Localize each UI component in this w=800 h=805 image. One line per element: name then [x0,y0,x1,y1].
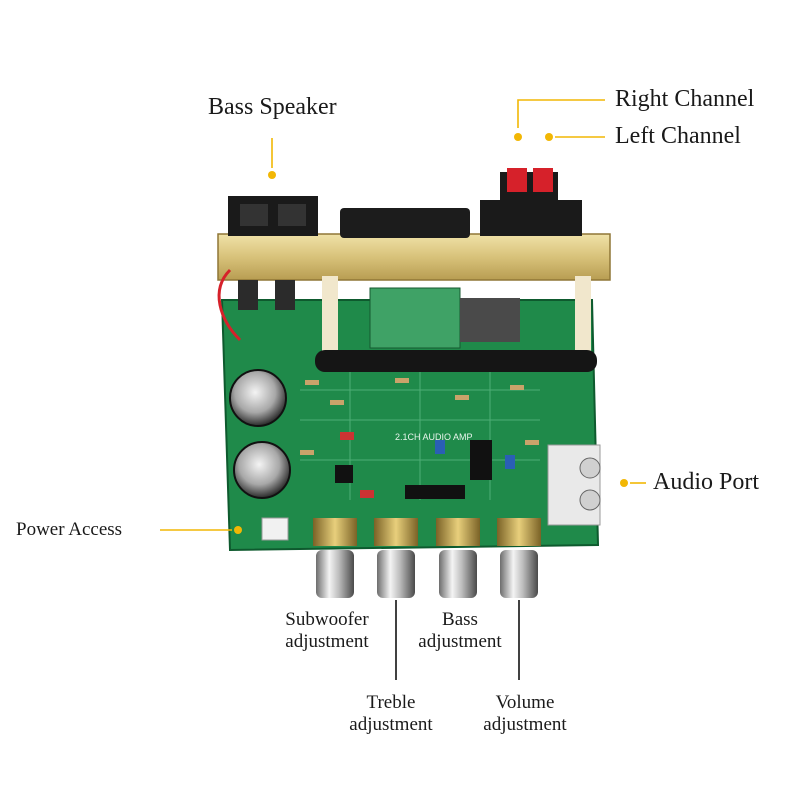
capacitor-bottom [233,441,291,499]
label-left-channel: Left Channel [615,123,741,149]
label-bass-speaker: Bass Speaker [208,94,337,120]
bluetooth-module [315,287,597,372]
label-subwoofer-line1: Subwoofer [285,609,369,630]
label-subwoofer-line2: adjustment [285,631,369,652]
label-power-access: Power Access [16,519,123,540]
heatsink [217,233,611,354]
label-treble-line1: Treble [366,692,416,713]
label-volume-line1: Volume [495,692,555,713]
cooling-fan [340,208,470,238]
channel-terminal [480,168,582,236]
label-treble-adjustment: Treble adjustment [336,692,446,736]
leader-audio-port [620,479,646,487]
board-model-text: 2.1CH AUDIO AMP [395,432,473,442]
knob-bass [436,518,480,598]
leader-right-channel [514,99,605,141]
knob-subwoofer [313,518,357,598]
power-connector [261,517,289,541]
label-volume-adjustment: Volume adjustment [470,692,580,736]
label-bass-adjustment: Bass adjustment [405,609,515,653]
knob-treble [374,518,418,598]
leader-bass-speaker [268,138,276,179]
label-audio-port: Audio Port [653,469,760,495]
label-volume-line2: adjustment [483,714,567,735]
leader-left-channel [545,133,605,141]
audio-port-jack [547,444,601,526]
leader-power-access [160,526,242,534]
label-bass-line1: Bass [442,609,478,630]
label-right-channel: Right Channel [615,86,755,112]
knob-volume [497,518,541,598]
label-bass-line2: adjustment [418,631,502,652]
label-subwoofer-adjustment: Subwoofer adjustment [272,609,382,653]
capacitor-top [229,369,287,427]
label-treble-line2: adjustment [349,714,433,735]
bass-speaker-terminal [217,196,318,342]
